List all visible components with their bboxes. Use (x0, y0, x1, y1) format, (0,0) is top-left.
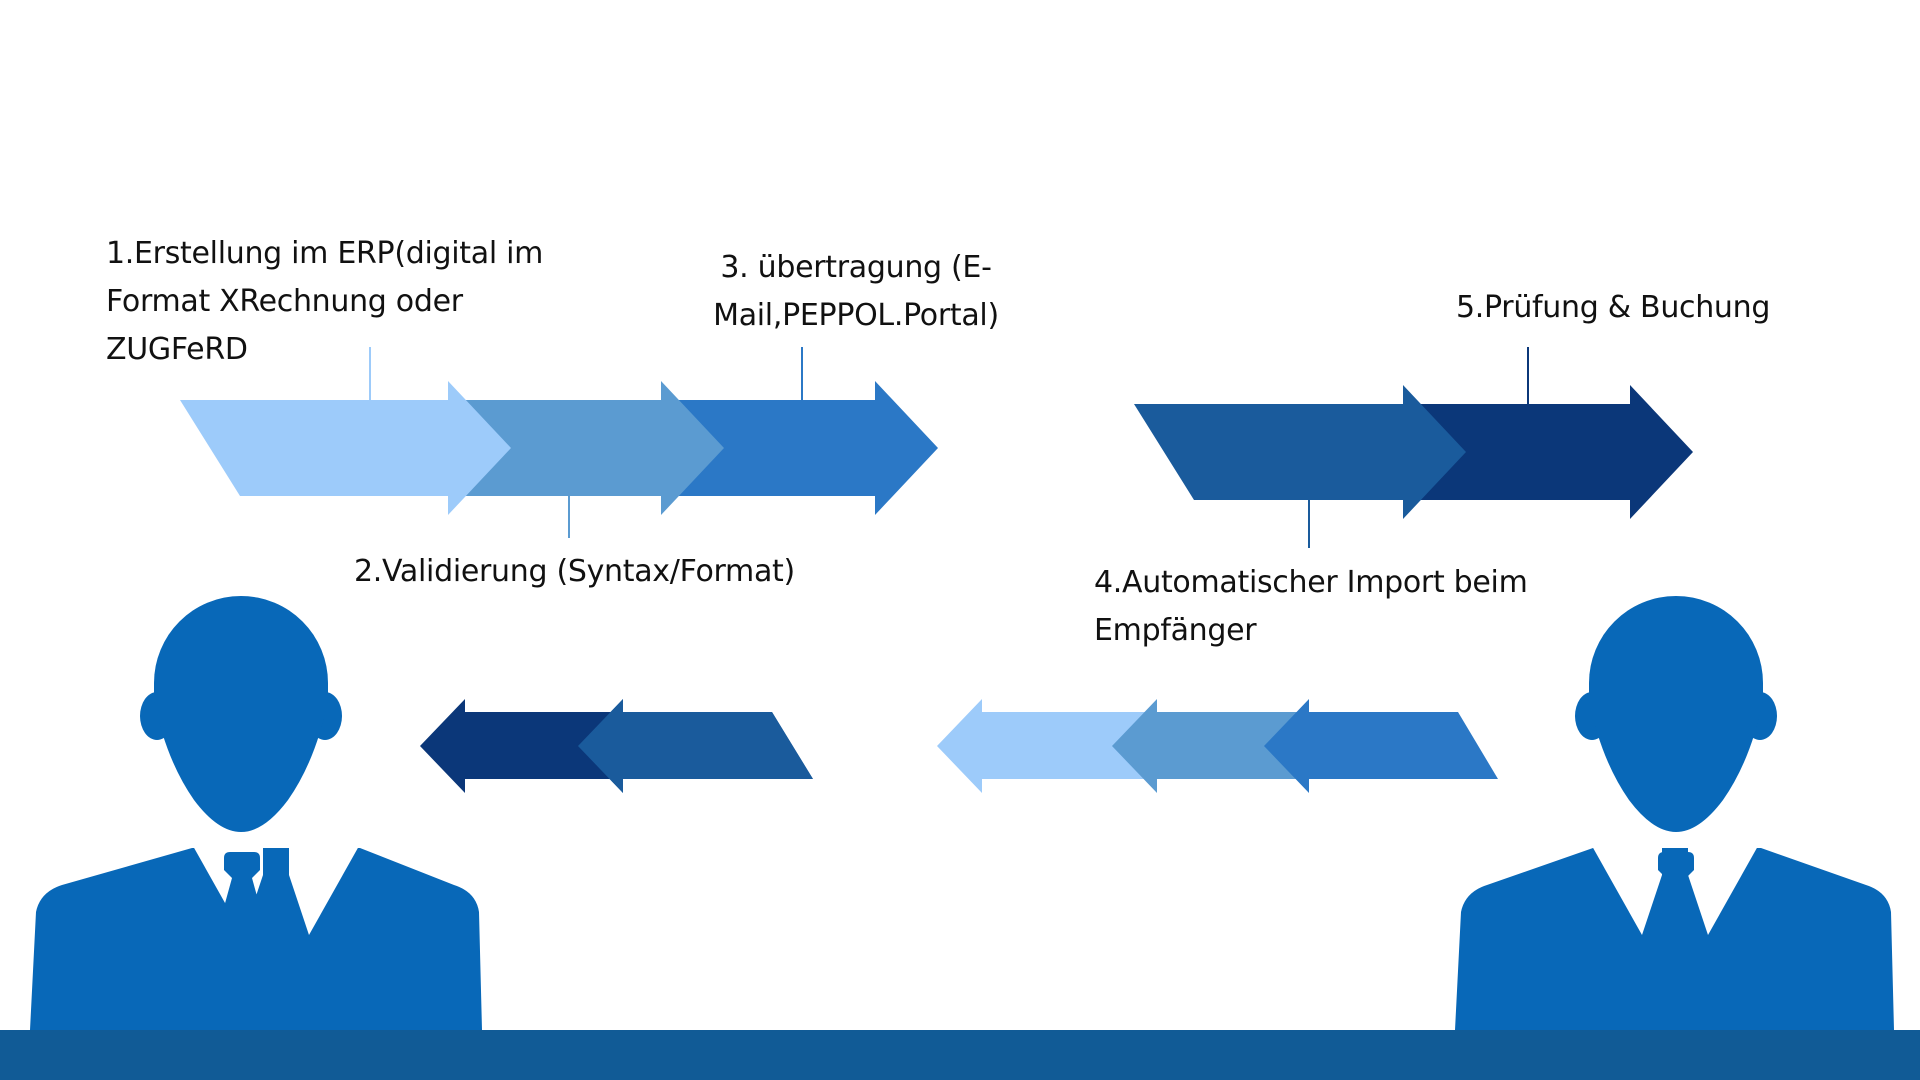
step5-label: 5.Prüfung & Buchung (1456, 290, 1771, 325)
arrow-right-icon-step5 (1402, 385, 1693, 519)
step2-label: 2.Validierung (Syntax/Format) (354, 554, 795, 589)
step3-label: 3. übertragung (E-Mail,PEPPOL.Portal) (713, 250, 999, 333)
arrow-left-icon-left-a (420, 699, 650, 793)
arrow-right-icon-step4 (1134, 385, 1466, 519)
arrow-right-icon-step2 (465, 381, 724, 515)
arrow-right-icon-step3 (656, 381, 938, 515)
arrow-right-icon-step1 (180, 381, 511, 515)
step1-label: 1.Erstellung im ERP(digital im Format XR… (106, 236, 544, 367)
arrow-left-icon-left-b-front (578, 699, 813, 793)
person-icon-left (30, 596, 482, 1030)
step4-label: 4.Automatischer Import beim Empfänger (1094, 565, 1528, 648)
arrow-left-icon-right-a (1264, 699, 1498, 793)
bottom-bar (0, 1030, 1920, 1080)
person-icon-right (1455, 596, 1894, 1030)
arrow-left-icon-right-b (1112, 699, 1330, 793)
arrow-left-icon-right-c (937, 699, 1180, 793)
